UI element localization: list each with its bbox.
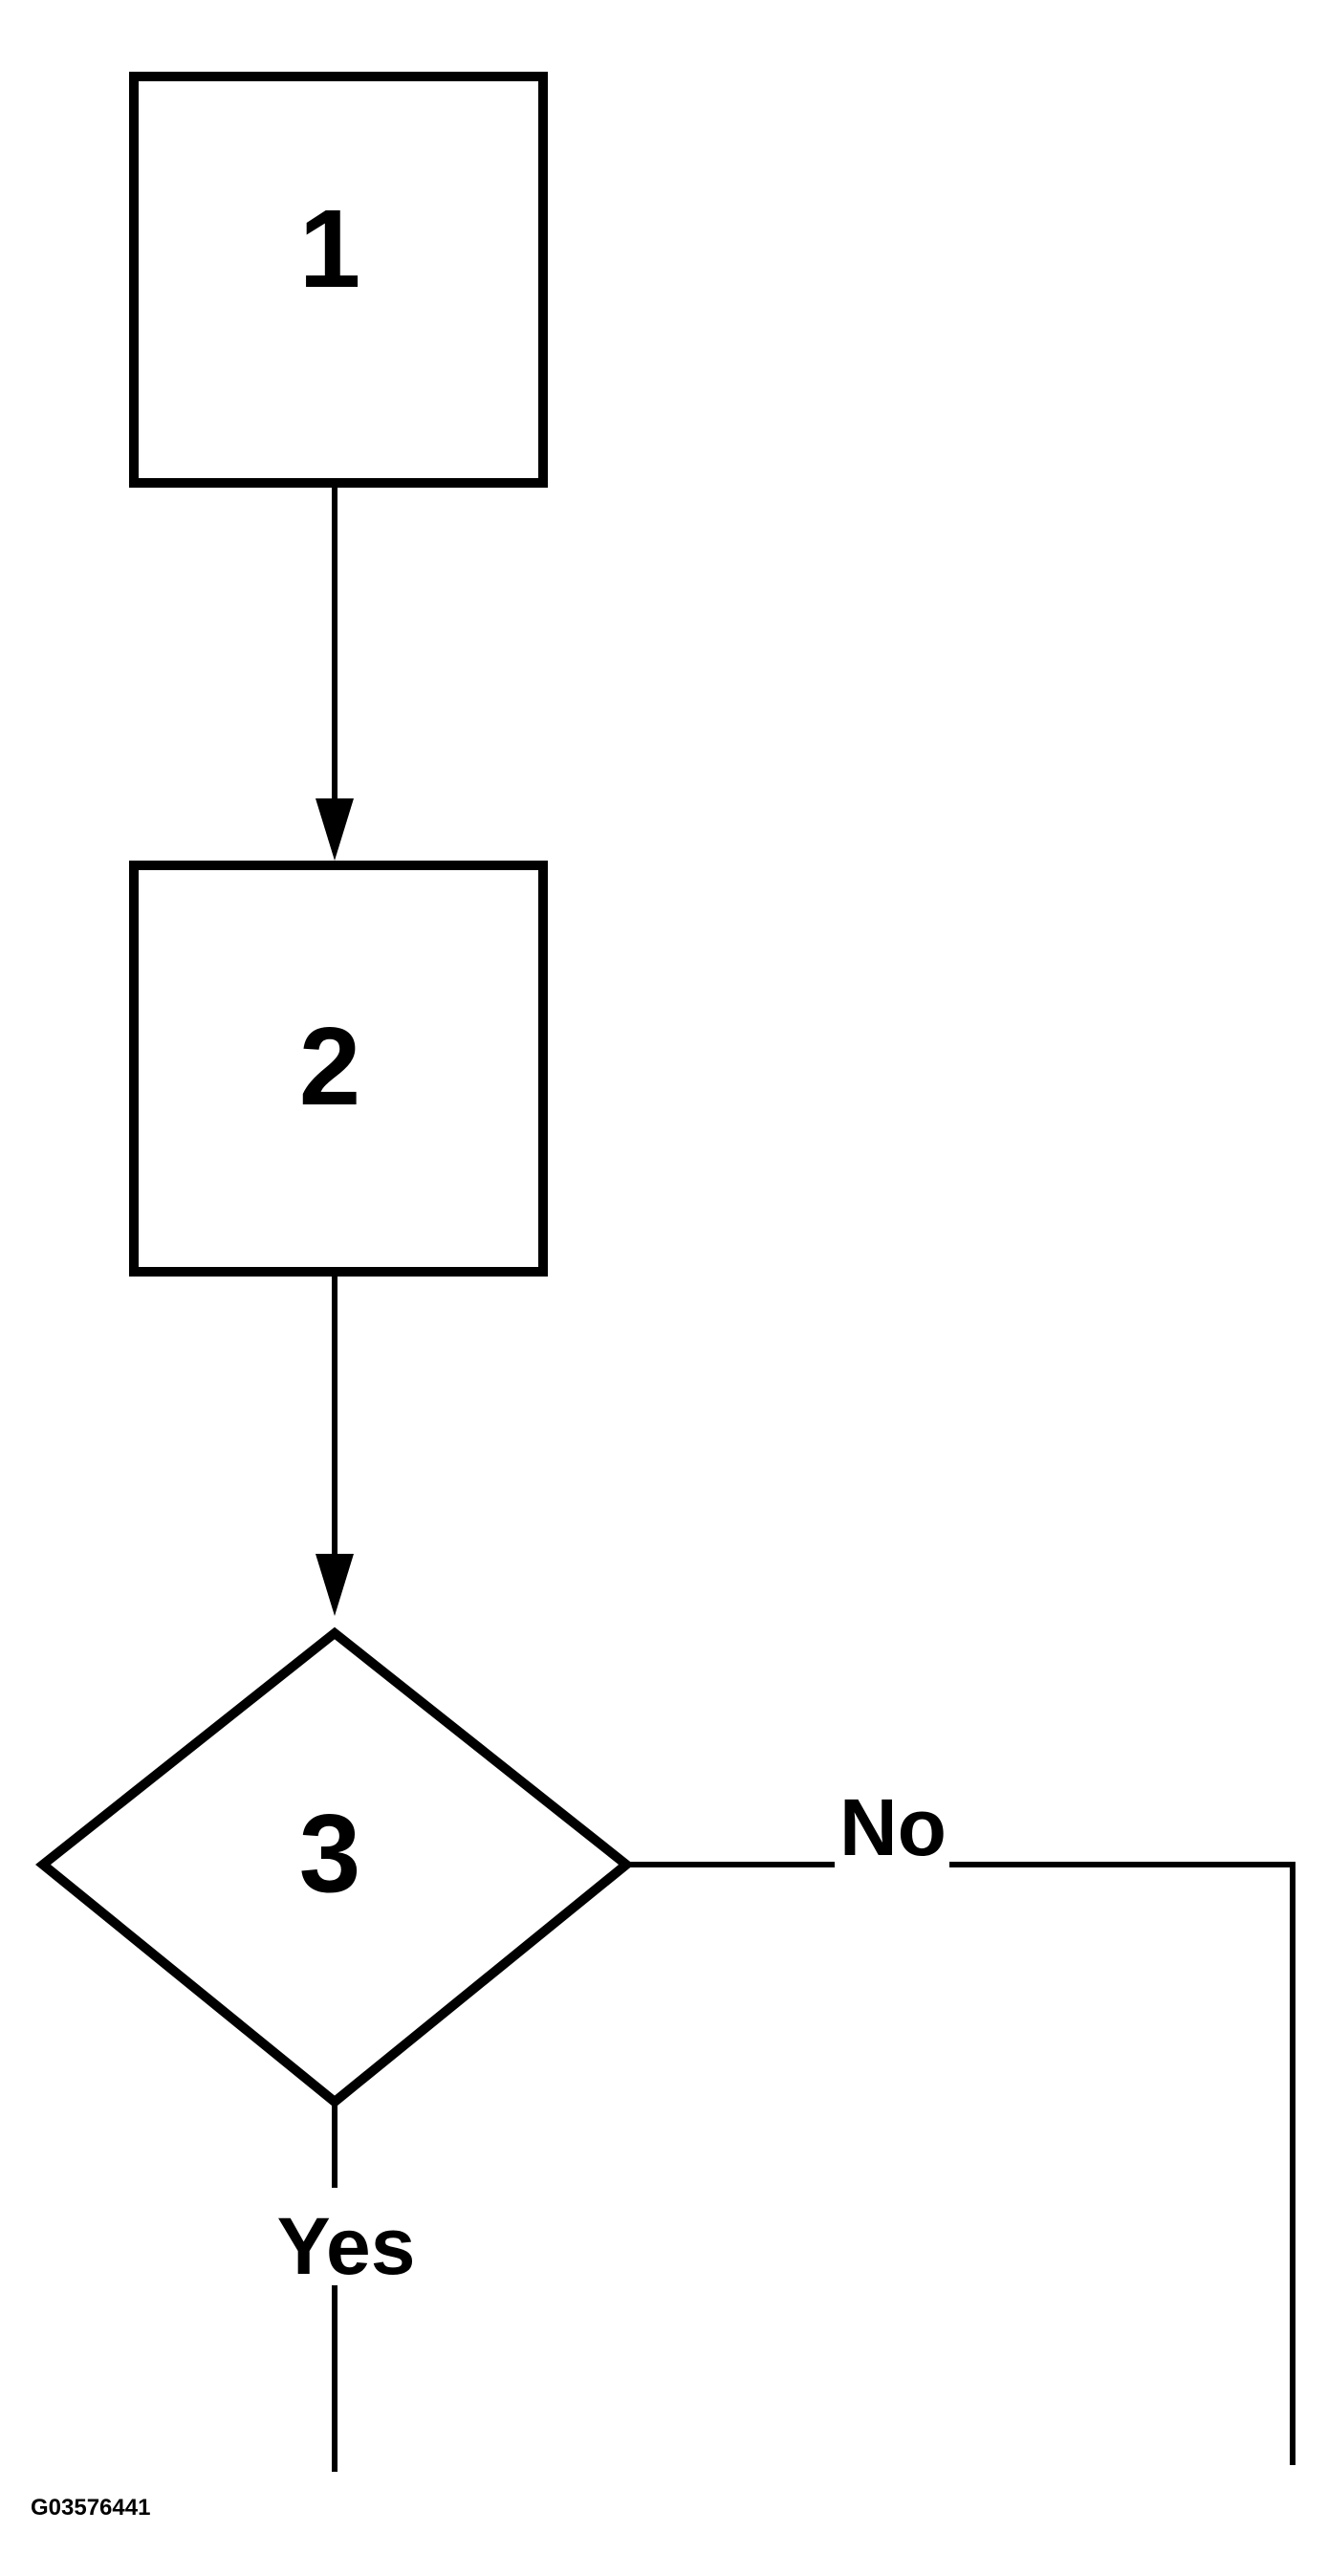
branch-no-label: No bbox=[839, 1782, 947, 1872]
figure-id: G03576441 bbox=[31, 2495, 150, 2521]
arrowhead-node-3 bbox=[316, 1554, 354, 1616]
branch-yes: Yes bbox=[277, 2104, 416, 2472]
node-1: 1 bbox=[129, 72, 548, 488]
node-1-box bbox=[129, 72, 548, 488]
arrowhead-node-2 bbox=[316, 798, 354, 861]
branch-no: No bbox=[628, 1782, 1295, 2465]
node-3: 3 bbox=[35, 1626, 634, 2108]
branch-yes-label: Yes bbox=[277, 2201, 416, 2291]
node-3-diamond bbox=[35, 1626, 634, 2108]
node-3-label: 3 bbox=[299, 1791, 361, 1915]
node-2-label: 2 bbox=[299, 1004, 361, 1128]
node-2-box bbox=[129, 861, 548, 1277]
node-1-label: 1 bbox=[299, 186, 361, 311]
node-2: 2 bbox=[129, 861, 548, 1277]
